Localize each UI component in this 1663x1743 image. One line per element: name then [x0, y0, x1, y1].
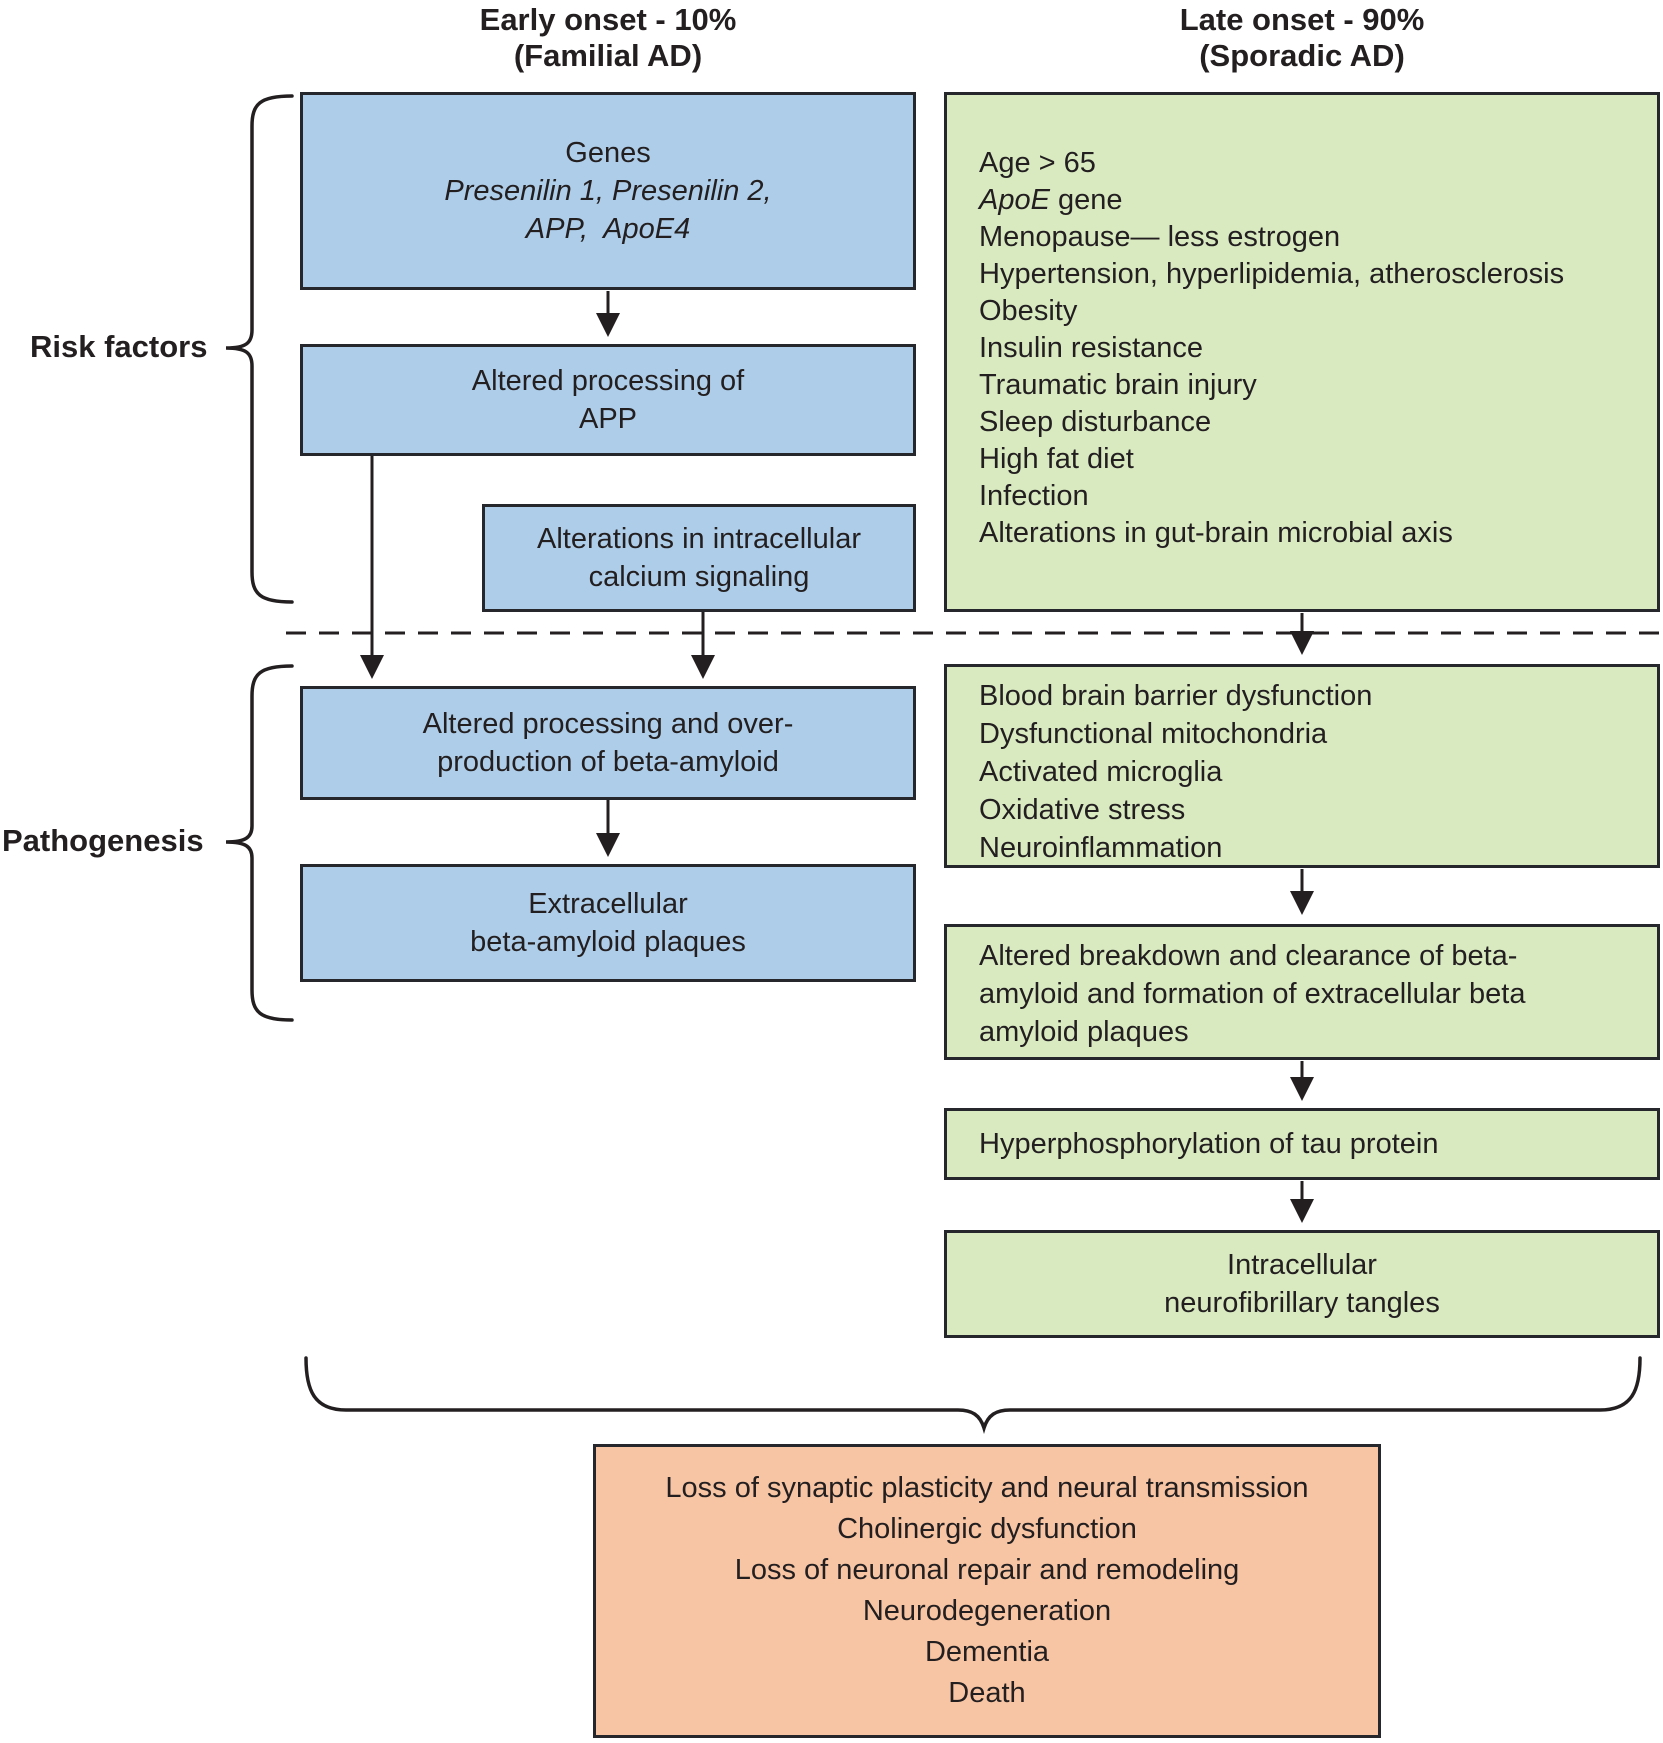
risk-line-sleep: Sleep disturbance: [979, 406, 1212, 438]
risk-factors-brace: [225, 94, 294, 604]
tau-hyperphosphorylation-box: Hyperphosphorylation of tau protein: [944, 1108, 1660, 1180]
pathogenesis-label: Pathogenesis: [2, 823, 204, 858]
amyloid-breakdown-text: Altered breakdown and clearance of beta-…: [979, 940, 1526, 1048]
early-onset-header: Early onset - 10% (Familial AD): [298, 2, 918, 74]
outcome-line-dementia: Dementia: [924, 1636, 1050, 1668]
late-onset-risk-factors-box: Age > 65 ApoE gene Menopause— less estro…: [944, 92, 1660, 612]
outcome-line-neurodegeneration: Neurodegeneration: [862, 1595, 1112, 1627]
bbb-line-neuroinflammation: Neuroinflammation: [979, 832, 1223, 864]
risk-line-hypertension: Hypertension, hyperlipidemia, atheroscle…: [979, 258, 1565, 290]
bbb-line-microglia: Activated microglia: [979, 756, 1223, 788]
extracellular-plaques-line2: beta-amyloid plaques: [470, 926, 746, 958]
neurofibrillary-tangles-box: Intracellular neurofibrillary tangles: [944, 1230, 1660, 1338]
genes-box: Genes Presenilin 1, Presenilin 2, APP, A…: [300, 92, 916, 290]
risk-line-apoe: ApoE gene: [979, 182, 1637, 219]
calcium-signaling-line2: calcium signaling: [588, 561, 810, 593]
beta-amyloid-overproduction-line2: production of beta-amyloid: [437, 746, 779, 778]
altered-app-processing-line2: APP: [578, 403, 638, 435]
risk-line-tbi: Traumatic brain injury: [979, 369, 1257, 401]
risk-line-infection: Infection: [979, 480, 1089, 512]
neurofibrillary-tangles-line1: Intracellular: [1227, 1249, 1377, 1281]
risk-line-insulin: Insulin resistance: [979, 332, 1204, 364]
risk-line-obesity: Obesity: [979, 295, 1078, 327]
beta-amyloid-overproduction-line1: Altered processing and over-: [422, 708, 794, 740]
bbb-line-oxidative: Oxidative stress: [979, 794, 1186, 826]
genes-box-line1: Genes: [565, 137, 651, 169]
risk-line-apoe-gene-name: ApoE: [979, 184, 1050, 216]
extracellular-plaques-line1: Extracellular: [528, 888, 688, 920]
late-onset-header: Late onset - 90% (Sporadic AD): [992, 2, 1612, 74]
outcome-line-cholinergic: Cholinergic dysfunction: [837, 1513, 1137, 1545]
risk-line-apoe-rest: gene: [1049, 184, 1123, 216]
beta-amyloid-overproduction-box: Altered processing and over- production …: [300, 686, 916, 800]
calcium-signaling-box: Alterations in intracellular calcium sig…: [482, 504, 916, 612]
neurofibrillary-tangles-line2: neurofibrillary tangles: [1164, 1287, 1440, 1319]
genes-box-line2: Presenilin 1, Presenilin 2,: [444, 175, 772, 207]
tau-hyperphosphorylation-text: Hyperphosphorylation of tau protein: [979, 1128, 1439, 1160]
altered-app-processing-box: Altered processing of APP: [300, 344, 916, 456]
bbb-dysfunction-box: Blood brain barrier dysfunction Dysfunct…: [944, 664, 1660, 868]
outcome-line-repair: Loss of neuronal repair and remodeling: [734, 1554, 1240, 1586]
risk-line-gut-brain: Alterations in gut-brain microbial axis: [979, 517, 1453, 549]
calcium-signaling-line1: Alterations in intracellular: [537, 523, 861, 555]
amyloid-breakdown-box: Altered breakdown and clearance of beta-…: [944, 924, 1660, 1060]
late-onset-header-line1: Late onset - 90%: [1179, 2, 1425, 37]
late-onset-header-line2: (Sporadic AD): [1199, 38, 1405, 73]
outcome-line-synaptic: Loss of synaptic plasticity and neural t…: [665, 1472, 1309, 1504]
risk-factors-label: Risk factors: [30, 329, 208, 364]
early-onset-header-line2: (Familial AD): [513, 38, 703, 73]
extracellular-plaques-box: Extracellular beta-amyloid plaques: [300, 864, 916, 982]
risk-line-diet: High fat diet: [979, 443, 1134, 475]
outcome-box: Loss of synaptic plasticity and neural t…: [593, 1444, 1381, 1738]
bbb-line-mitochondria: Dysfunctional mitochondria: [979, 718, 1328, 750]
risk-line-menopause: Menopause— less estrogen: [979, 221, 1341, 253]
pathogenesis-brace: [225, 664, 294, 1022]
altered-app-processing-line1: Altered processing of: [471, 365, 745, 397]
early-onset-header-line1: Early onset - 10%: [479, 2, 737, 37]
risk-line-age: Age > 65: [979, 147, 1096, 179]
outcome-line-death: Death: [948, 1677, 1026, 1709]
outcome-brace: [304, 1356, 1642, 1434]
genes-box-line3: APP, ApoE4: [525, 213, 691, 245]
bbb-line-barrier: Blood brain barrier dysfunction: [979, 680, 1373, 712]
